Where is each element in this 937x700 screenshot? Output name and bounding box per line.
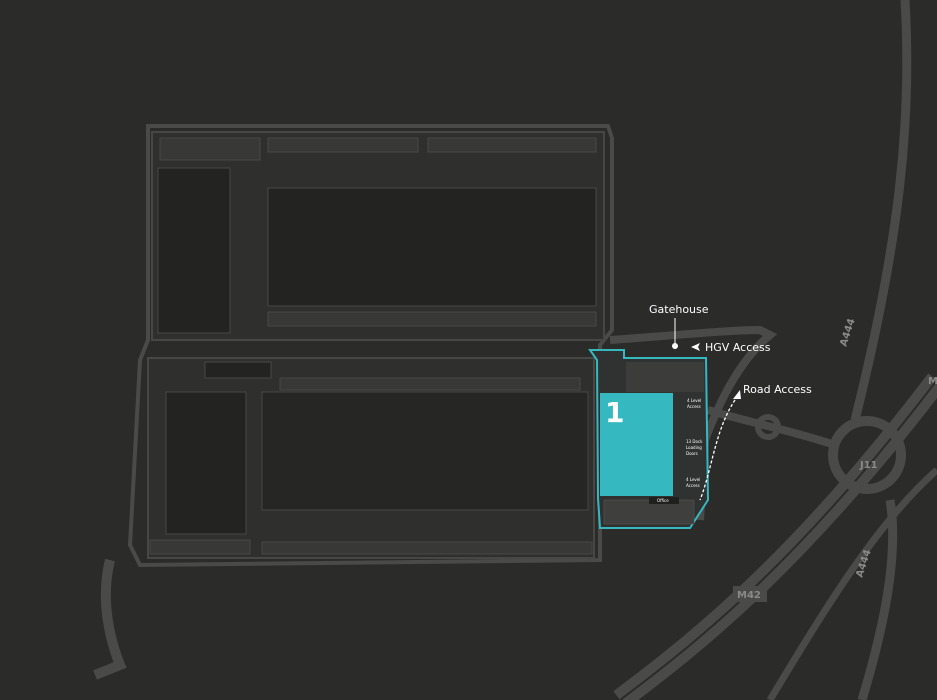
road-access-label: Road Access [743, 383, 812, 396]
a444-road-south [857, 499, 898, 700]
m42-label: M42 [737, 590, 761, 601]
edge-road-label: M [928, 376, 937, 387]
unit-1-office-label: Office [657, 498, 669, 503]
unit-1-note-top-1: 4 Level [687, 398, 701, 403]
m42-lane-divider [619, 379, 937, 700]
north-building [151, 131, 605, 341]
hgv-access-marker: HGV Access [691, 341, 771, 354]
a444-road-north [850, 0, 912, 422]
road-access-marker: Road Access [733, 383, 812, 399]
unit-1-note-mid-1: 13 Dock [686, 439, 703, 444]
hgv-access-label: HGV Access [705, 341, 771, 354]
gatehouse-label: Gatehouse [649, 303, 709, 316]
unit-1-note-bottom-2: Access [686, 483, 700, 488]
a444-south-label: A444 [854, 548, 873, 579]
a444-north-label: A444 [838, 317, 857, 348]
small-roundabout [755, 414, 781, 440]
gatehouse-marker: Gatehouse [649, 303, 709, 349]
south-building [147, 357, 595, 559]
unit-1[interactable]: 1 4 Level Access 13 Dock Loading Doors 4… [588, 349, 710, 529]
unit-1-yard [626, 362, 704, 392]
site-access-road [609, 325, 778, 521]
unit-1-office [649, 497, 679, 504]
unit-1-number: 1 [605, 396, 624, 429]
unit-1-note-mid-2: Loading [686, 445, 702, 450]
j11-label: J11 [859, 460, 878, 471]
unit-1-note-bottom-1: 4 Level [686, 477, 700, 482]
slip-road [766, 467, 937, 700]
road-network [93, 0, 937, 700]
road-arrow-icon [733, 390, 741, 399]
unit-1-warehouse [600, 393, 673, 496]
hgv-arrow-icon [691, 343, 700, 351]
southwest-access-road [93, 558, 127, 680]
road-access-route [699, 399, 736, 501]
junction-roundabout [828, 416, 906, 494]
m42-shield [733, 586, 767, 602]
unit-1-note-top-2: Access [687, 404, 701, 409]
unit-1-note-mid-3: Doors [686, 451, 698, 456]
